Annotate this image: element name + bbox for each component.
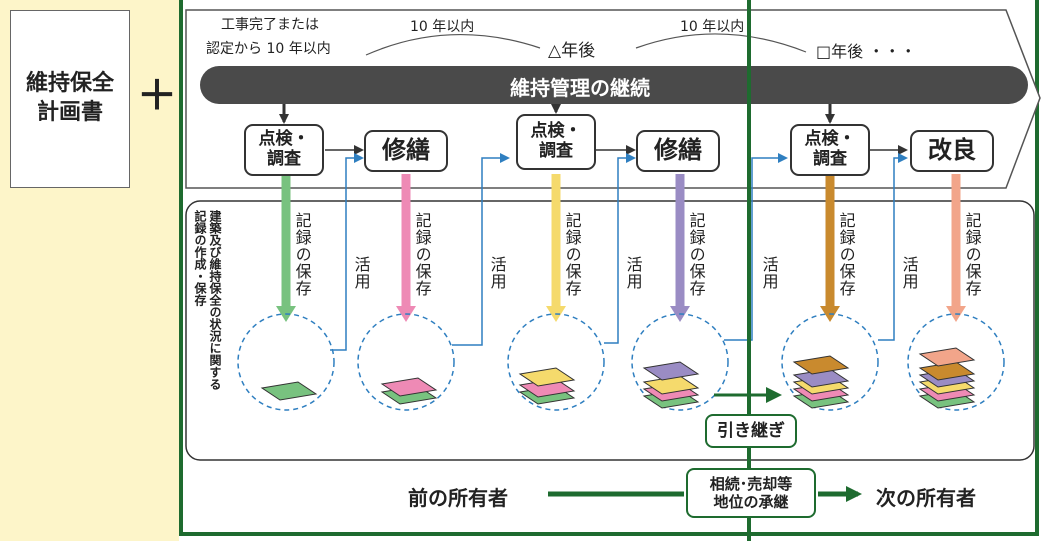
step-inspection-1: 点検・ 調査 (244, 124, 324, 176)
transfer-label: 相続･売却等 地位の承継 (686, 468, 816, 518)
timeline-arc (635, 33, 807, 53)
step-repair-2: 修繕 (636, 130, 720, 172)
record-keep-label-3: 記録の保存 (562, 212, 582, 297)
use-label-2: 活用 (487, 256, 507, 290)
maintenance-banner-bar (200, 66, 1028, 104)
document-stacks (260, 347, 976, 409)
step-inspection-3: 点検・ 調査 (790, 124, 870, 176)
records-side-label: 建築及び維持保全の状況に関する 記録の作成・保存 (193, 210, 222, 390)
timeline-mid-label: △年後 (548, 41, 596, 61)
timeline-interval-1: 10 年以内 (410, 19, 475, 35)
owner-divider-line (747, 0, 751, 541)
banner-down-arrows (279, 104, 835, 124)
previous-owner-label: 前の所有者 (408, 486, 508, 510)
record-keep-label-4: 記録の保存 (686, 212, 706, 297)
step-inspection-2: 点検・ 調査 (516, 114, 596, 170)
use-label-5: 活用 (899, 256, 919, 290)
record-keep-label-6: 記録の保存 (962, 212, 982, 297)
record-keep-label-5: 記録の保存 (836, 212, 856, 297)
use-label-4: 活用 (759, 256, 779, 290)
maintenance-banner-label: 維持管理の継続 (510, 76, 650, 100)
record-keep-label-1: 記録の保存 (292, 212, 312, 297)
handover-label: 引き継ぎ (705, 414, 797, 448)
timeline-interval-2: 10 年以内 (680, 19, 745, 35)
record-keep-label-2: 記録の保存 (412, 212, 432, 297)
timeline-start-label-line2: 認定から 10 年以内 (206, 41, 331, 57)
use-connectors (330, 153, 908, 351)
maintenance-plan-box: 維持保全 計画書 (10, 10, 130, 188)
plus-icon: ＋ (137, 73, 177, 119)
step-improvement: 改良 (910, 130, 994, 172)
record-circles (237, 313, 1005, 411)
step-repair-1: 修繕 (364, 130, 448, 172)
records-panel (185, 200, 1035, 461)
use-label-1: 活用 (351, 256, 371, 290)
use-label-3: 活用 (623, 256, 643, 290)
timeline-start-label-line1: 工事完了または (221, 17, 319, 33)
timeline-arc (365, 33, 541, 56)
next-owner-label: 次の所有者 (876, 486, 976, 510)
timeline-end-label: □年後 ・・・ (816, 42, 917, 61)
